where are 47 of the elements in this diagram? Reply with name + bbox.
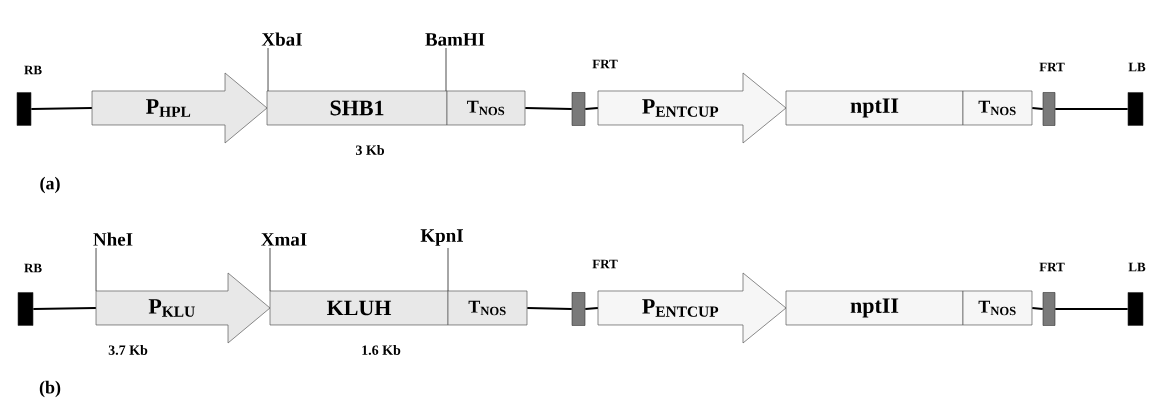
element-label: LB <box>1128 262 1146 272</box>
block <box>571 292 586 326</box>
backbone-line <box>1055 107 1128 111</box>
site-label: KpnI <box>420 229 463 246</box>
block <box>1042 92 1056 126</box>
backbone-line <box>1055 307 1128 311</box>
leader-line <box>447 247 449 292</box>
element-label: FRT <box>1039 262 1065 272</box>
gene-box: T$_{NOS}$ <box>447 290 528 326</box>
element-label: RB <box>24 65 42 75</box>
backbone-line <box>525 106 572 111</box>
element-label: 3.7 Kb <box>108 345 148 355</box>
gene-box: T$_{NOS}$ <box>446 90 526 126</box>
block <box>17 292 34 326</box>
leader-line <box>95 247 97 292</box>
leader-line <box>445 47 447 92</box>
backbone-line <box>33 306 96 311</box>
panel-label: (b) <box>39 380 61 398</box>
element-label: FRT <box>1039 62 1065 72</box>
backbone-line <box>527 306 572 311</box>
site-label: XmaI <box>261 233 307 246</box>
backbone-line <box>1032 306 1043 311</box>
promoter-block: P$_{KLU}$ <box>95 272 271 344</box>
backbone-line <box>31 106 92 111</box>
element-label: 1.6 Kb <box>362 345 401 355</box>
block <box>1127 92 1144 126</box>
site-label: BamHI <box>425 33 485 46</box>
element-label: 3 Kb <box>355 145 385 155</box>
backbone-line <box>585 106 598 111</box>
block <box>571 92 586 126</box>
block <box>1042 292 1056 326</box>
block <box>1127 292 1144 326</box>
element-label: FRT <box>592 259 618 269</box>
site-label: XbaI <box>261 32 302 46</box>
leader-line <box>269 247 271 292</box>
backbone-line <box>585 306 598 311</box>
site-label: NheI <box>93 232 133 246</box>
gene-box: T$_{NOS}$ <box>962 90 1033 126</box>
promoter-block: P$_{HPL}$ <box>91 72 268 144</box>
backbone-line <box>1032 106 1043 111</box>
element-label: FRT <box>592 59 618 69</box>
element-label: RB <box>24 263 42 273</box>
gene-box: T$_{NOS}$ <box>962 290 1033 326</box>
panel-label: (a) <box>40 176 60 194</box>
leader-line <box>267 47 269 92</box>
block <box>16 92 32 126</box>
element-label: LB <box>1128 62 1146 72</box>
